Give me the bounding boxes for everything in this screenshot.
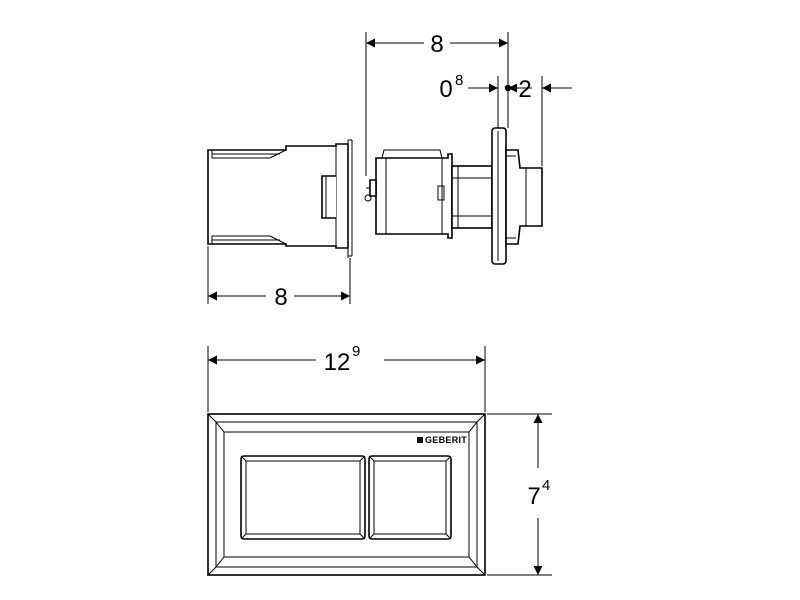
cover-flange: [491, 127, 543, 265]
dimension-sleeve-length: 8: [207, 246, 351, 311]
plate-width-dimension: 12 9: [207, 343, 486, 412]
sleeve-length-label: 8: [274, 284, 287, 311]
plate-height-label-sup: 4: [542, 477, 550, 494]
plate-width-label: 12: [324, 349, 351, 376]
plate-width-label-sup: 9: [352, 343, 360, 360]
protrusion-label: 2: [518, 76, 531, 103]
flush-button-small: [368, 455, 452, 540]
sleeve-housing: [207, 139, 353, 258]
gap-label-sup: 8: [455, 72, 463, 89]
plate-height-dimension: 7 4: [487, 413, 552, 576]
brand-logo-icon: [417, 437, 423, 443]
dimension-top-width: 8: [365, 31, 509, 176]
top-width-label: 8: [430, 31, 443, 58]
dimension-gap-protrusion: 0 8 2: [439, 72, 572, 166]
plate-height-label: 7: [527, 483, 540, 510]
flush-button-large: [240, 455, 366, 540]
gap-label: 0: [439, 76, 452, 103]
brand-logo-text: GEBERIT: [425, 435, 467, 445]
actuator-body: [364, 149, 493, 239]
reference-dot: [504, 84, 512, 92]
